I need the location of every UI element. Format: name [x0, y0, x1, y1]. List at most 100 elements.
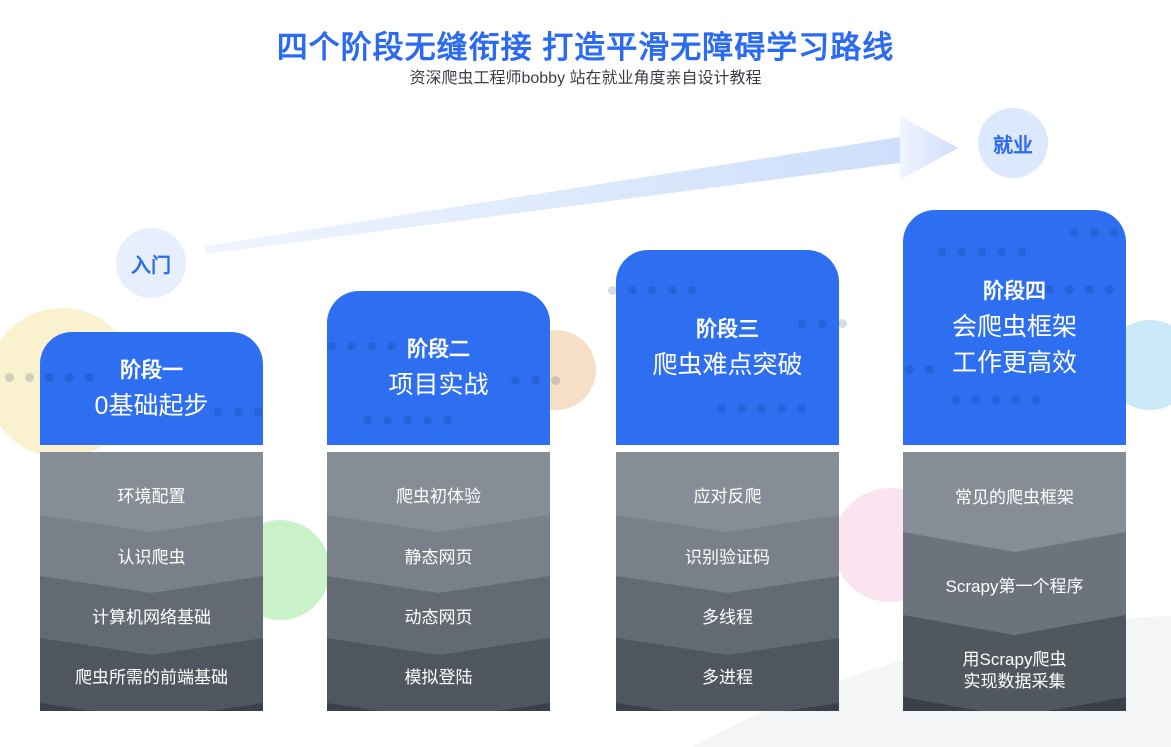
dots-decoration [214, 408, 263, 417]
dot-icon [551, 376, 560, 385]
arrow-shaft [205, 137, 900, 254]
start-badge-label: 入门 [131, 254, 171, 277]
dot-icon [1105, 285, 1114, 294]
end-badge-label: 就业 [993, 134, 1033, 157]
dot-icon [668, 286, 677, 295]
dot-icon [5, 373, 14, 382]
stage-item-list: 环境配置认识爬虫计算机网络基础爬虫所需的前端基础 [40, 452, 263, 711]
stage-item: 多线程 [702, 608, 753, 627]
dots-decoration [363, 416, 452, 425]
stage-item: 静态网页 [404, 548, 473, 567]
dot-icon [1085, 285, 1094, 294]
stage-item: 爬虫所需的前端基础 [75, 668, 228, 687]
stage-item: 计算机网络基础 [92, 608, 211, 627]
dot-icon [85, 373, 94, 382]
dot-icon [531, 376, 540, 385]
dots-decoration [798, 319, 847, 328]
stage-column: 阶段三爬虫难点突破应对反爬识别验证码多线程多进程 [608, 0, 847, 747]
dot-icon [991, 395, 1000, 404]
stage-name: 阶段三 [696, 317, 759, 341]
dots-decoration [327, 342, 396, 351]
dots-decoration [951, 395, 1040, 404]
dots-decoration [1070, 228, 1119, 237]
stage-tagline: 项目实战 [388, 371, 489, 399]
dot-icon [957, 247, 966, 256]
stage-item: 爬虫初体验 [396, 487, 481, 506]
dot-icon [214, 408, 223, 417]
page-subtitle: 资深爬虫工程师bobby 站在就业角度亲自设计教程 [409, 70, 762, 87]
dot-icon [838, 319, 847, 328]
stage-item-list: 常见的爬虫框架 Scrapy第一个程序用Scrapy爬虫 实现数据采集 [903, 452, 1126, 711]
dot-icon [997, 247, 1006, 256]
dot-icon [1045, 285, 1054, 294]
dot-icon [45, 373, 54, 382]
dot-icon [403, 416, 412, 425]
dots-decoration [511, 376, 560, 385]
dot-icon [443, 416, 452, 425]
dot-icon [25, 373, 34, 382]
dot-icon [1065, 285, 1074, 294]
dot-icon [65, 373, 74, 382]
page-title: 四个阶段无缝衔接 打造平滑无障碍学习路线 [276, 30, 895, 65]
dot-icon [1031, 395, 1040, 404]
stage-tagline: 会爬虫框架 工作更高效 [951, 312, 1077, 377]
dot-icon [1025, 285, 1034, 294]
stage-item: 环境配置 [117, 487, 186, 506]
dot-icon [367, 342, 376, 351]
stage-item: 用Scrapy爬虫 实现数据采集 [962, 650, 1067, 691]
dot-icon [925, 365, 934, 374]
stage-name: 阶段四 [983, 279, 1046, 303]
dot-icon [1011, 395, 1020, 404]
stage-tagline: 爬虫难点突破 [652, 350, 803, 379]
stage-card: 阶段三爬虫难点突破 [608, 250, 847, 445]
dot-icon [777, 404, 786, 413]
dot-icon [971, 395, 980, 404]
dots-decoration [937, 247, 1026, 256]
dot-icon [327, 342, 336, 351]
dot-icon [951, 395, 960, 404]
stage-card: 阶段四会爬虫框架 工作更高效 [903, 210, 1126, 445]
dot-icon [905, 365, 914, 374]
dot-icon [1110, 228, 1119, 237]
dot-icon [1017, 247, 1026, 256]
start-badge: 入门 [116, 228, 186, 298]
dot-icon [977, 247, 986, 256]
dot-icon [347, 342, 356, 351]
dot-icon [937, 247, 946, 256]
stage-name: 阶段二 [407, 338, 470, 361]
stage-item: 多进程 [702, 668, 753, 687]
dots-decoration [608, 286, 697, 295]
dots-decoration [5, 373, 94, 382]
dot-icon [363, 416, 372, 425]
dot-icon [254, 408, 263, 417]
stage-item: 识别验证码 [685, 548, 770, 567]
dots-decoration [1025, 285, 1114, 294]
stage-item: 模拟登陆 [404, 668, 473, 687]
dot-icon [757, 404, 766, 413]
dot-icon [608, 286, 617, 295]
dot-icon [1070, 228, 1079, 237]
stage-column: 阶段二项目实战爬虫初体验静态网页动态网页模拟登陆 [327, 0, 560, 747]
stage-item: 常见的爬虫框架 [955, 488, 1074, 507]
stage-item-list: 爬虫初体验静态网页动态网页模拟登陆 [327, 452, 550, 711]
dot-icon [628, 286, 637, 295]
dots-decoration [717, 404, 806, 413]
dot-icon [511, 376, 520, 385]
dot-icon [818, 319, 827, 328]
dot-icon [387, 342, 396, 351]
dot-icon [1090, 228, 1099, 237]
stage-item: 动态网页 [404, 608, 473, 627]
dot-icon [798, 319, 807, 328]
stage-item: 认识爬虫 [117, 548, 186, 567]
dot-icon [737, 404, 746, 413]
dot-icon [648, 286, 657, 295]
stage-item-list: 应对反爬识别验证码多线程多进程 [616, 452, 839, 711]
stage-item: Scrapy第一个程序 [945, 577, 1084, 596]
stage-column: 阶段四会爬虫框架 工作更高效常见的爬虫框架 Scrapy第一个程序用Scrapy爬… [903, 0, 1126, 747]
stage-tagline: 0基础起步 [94, 391, 209, 420]
dot-icon [234, 408, 243, 417]
end-badge: 就业 [978, 108, 1048, 178]
